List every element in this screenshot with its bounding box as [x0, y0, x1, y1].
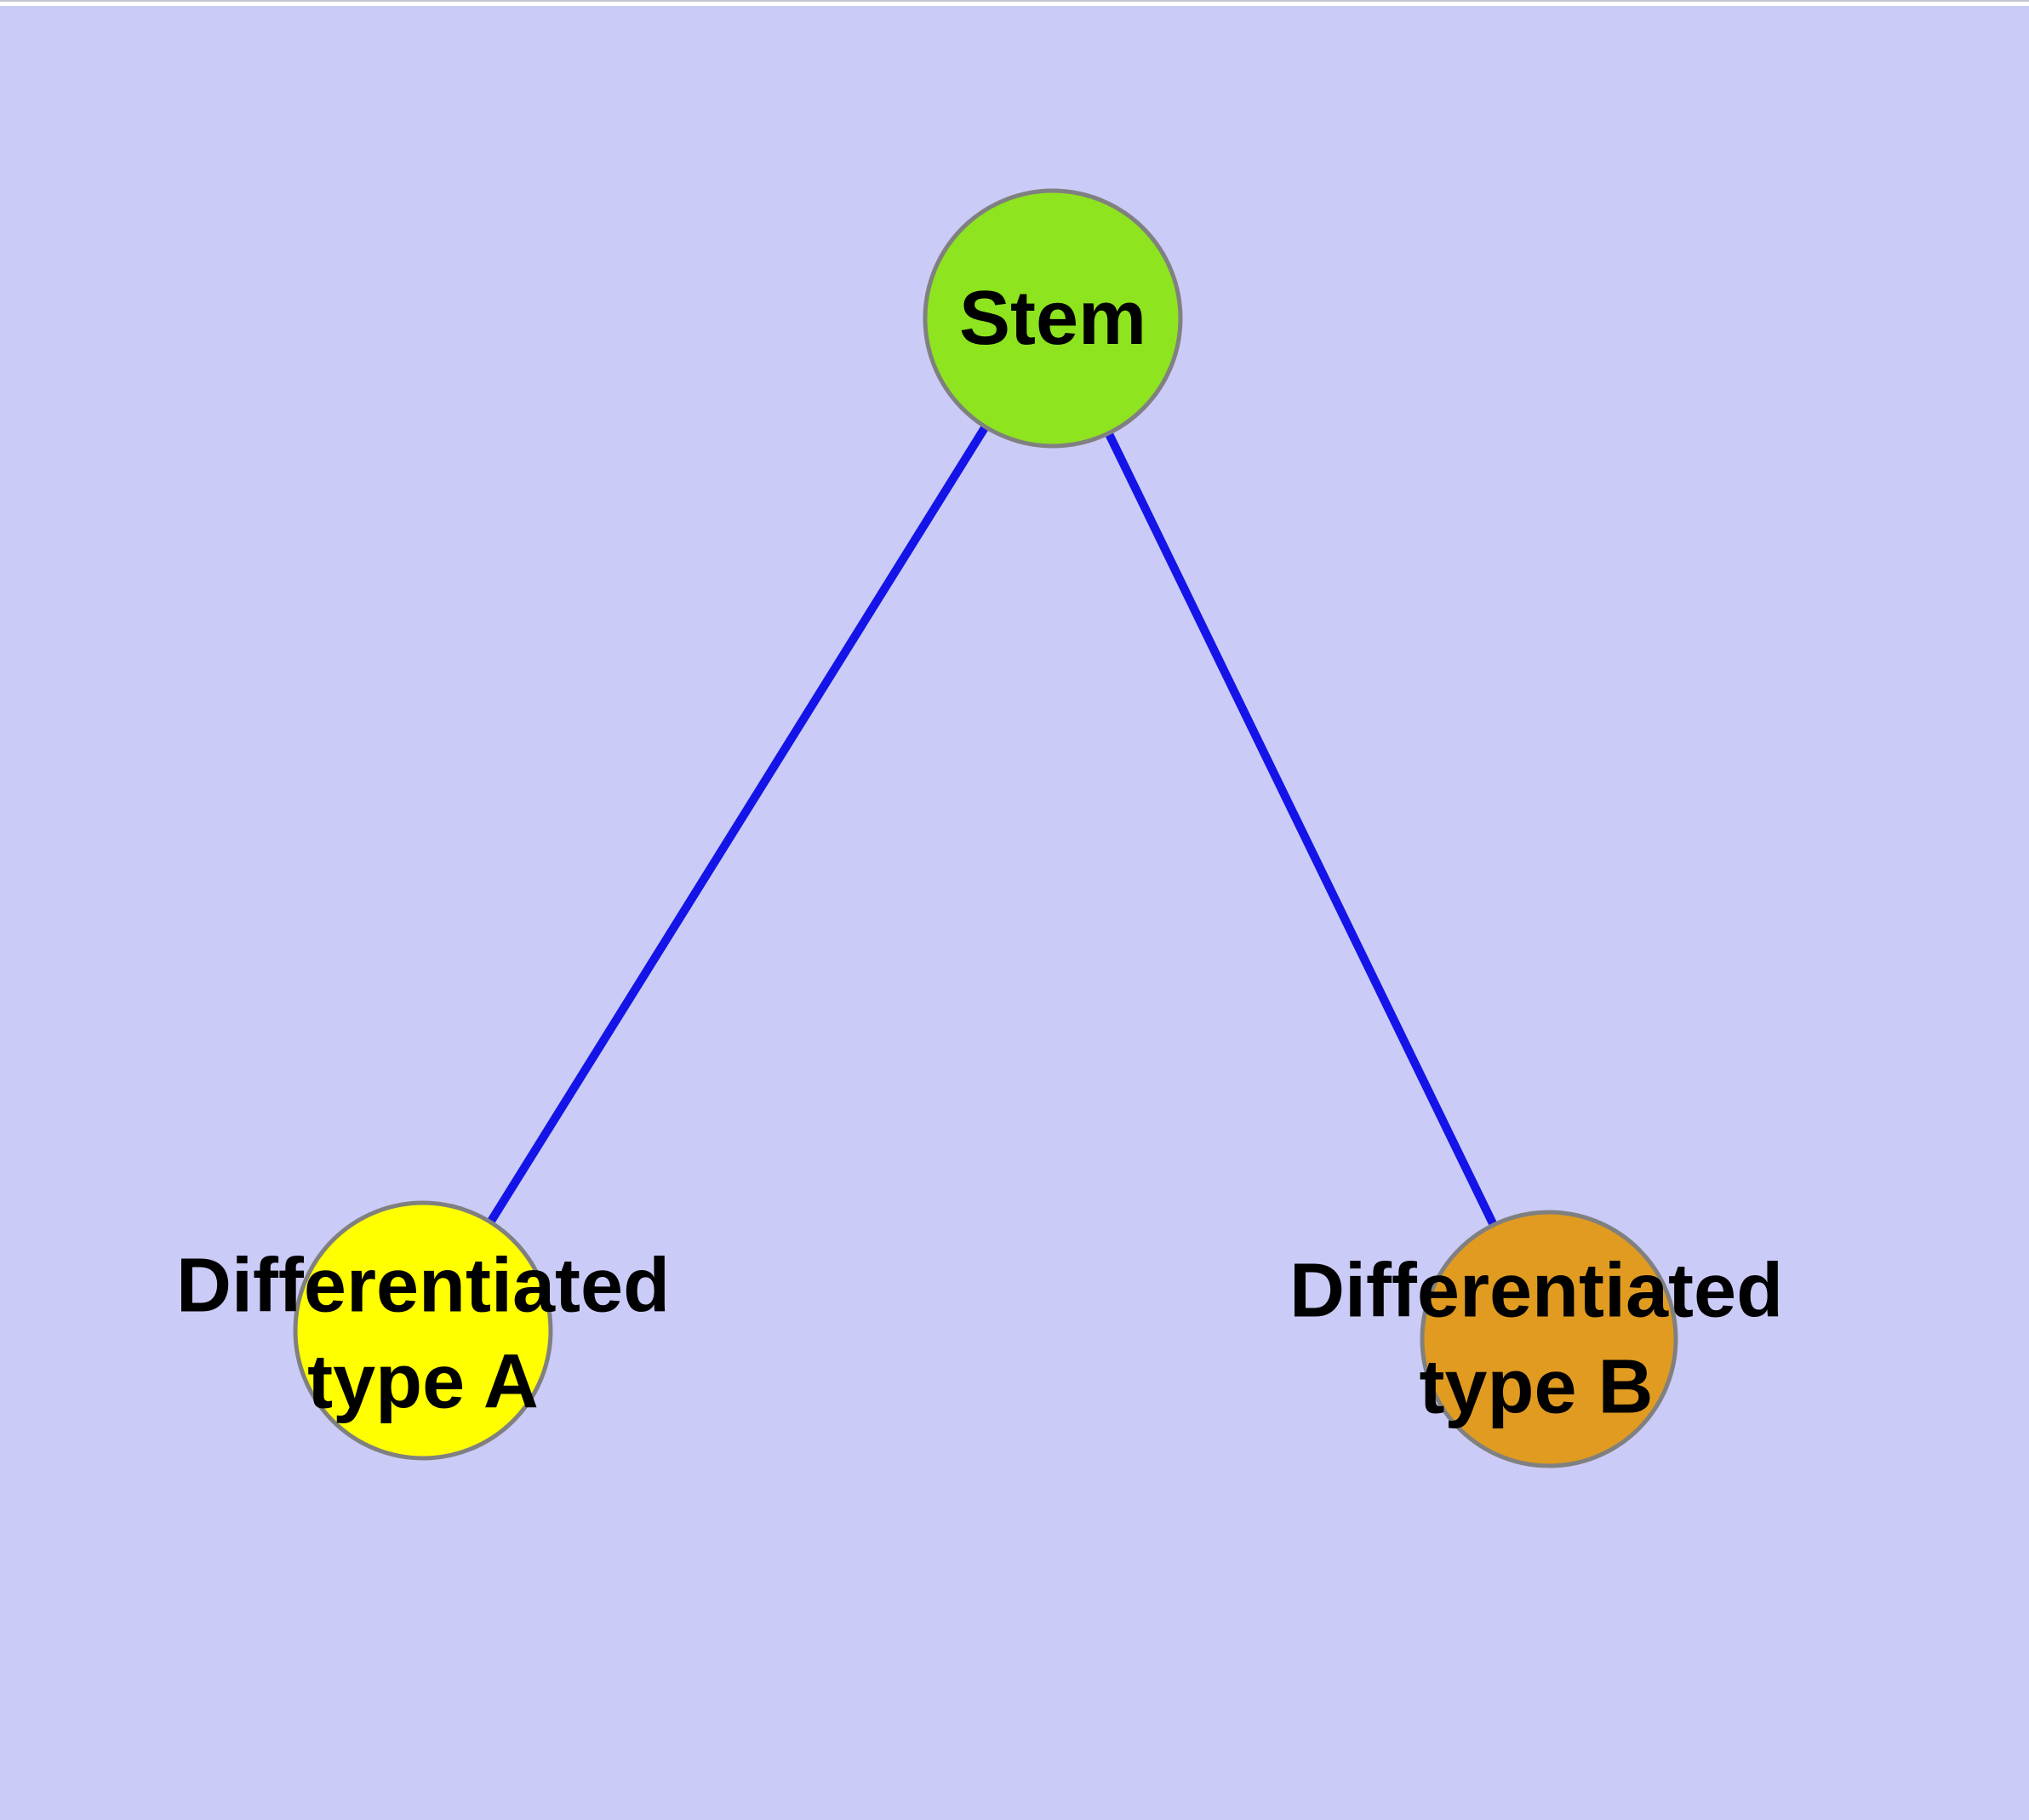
- node-label-line: type B: [1419, 1344, 1654, 1429]
- node-label-line: Differentiated: [175, 1243, 671, 1329]
- top-margin-strip: [0, 0, 2029, 6]
- edge-stem-to-type-a: [419, 316, 1057, 1333]
- node-label-line: Differentiated: [1289, 1248, 1784, 1334]
- node-label-line: Stem: [958, 275, 1147, 361]
- node-circle-differentiated-type-b: [1420, 1210, 1678, 1468]
- node-label-differentiated-type-a: Differentiated type A: [176, 1239, 670, 1430]
- node-circle-stem: [923, 188, 1183, 449]
- node-label-differentiated-type-b: Differentiated type B: [1289, 1244, 1783, 1435]
- node-label-line: type A: [307, 1339, 539, 1424]
- node-label-stem: Stem: [959, 271, 1146, 367]
- node-circle-differentiated-type-a: [293, 1200, 553, 1461]
- edge-stem-to-type-b: [1049, 316, 1553, 1342]
